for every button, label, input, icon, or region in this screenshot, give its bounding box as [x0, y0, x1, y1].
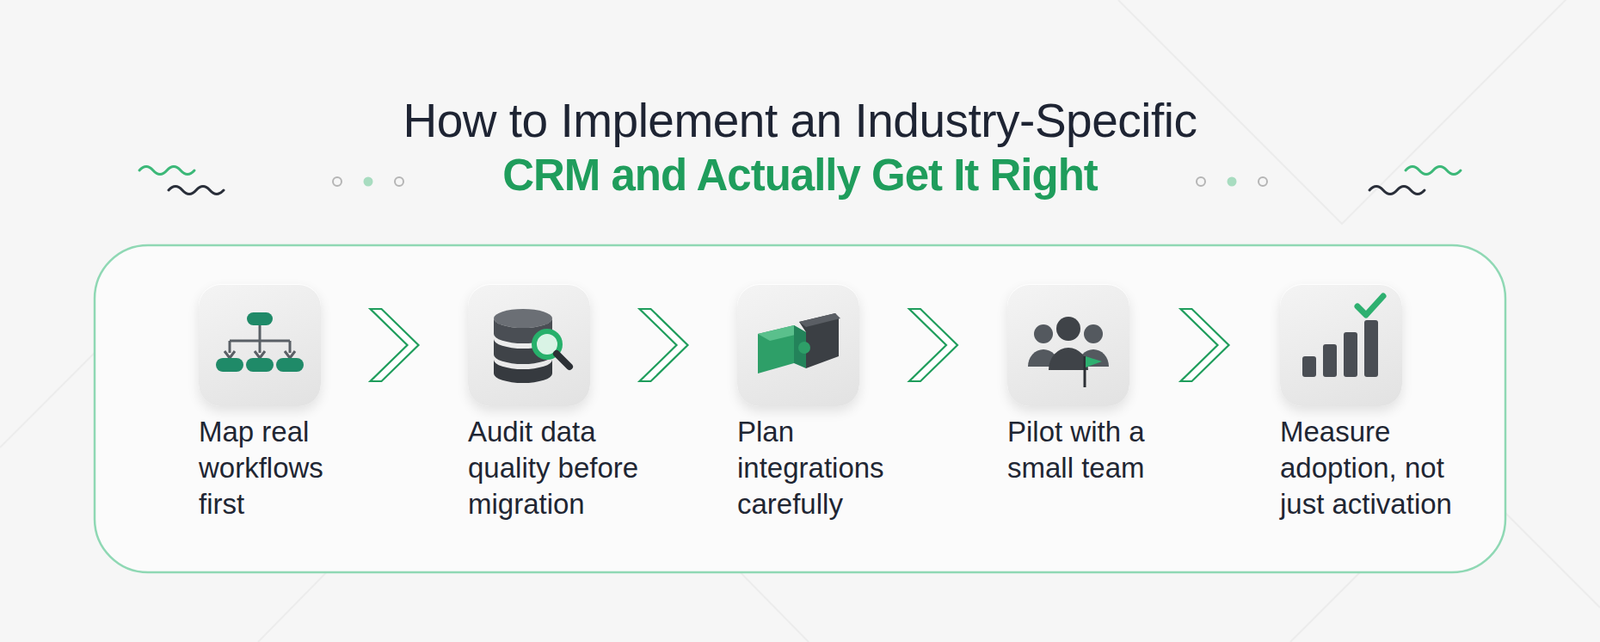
step-label: Measure adoption, not just activation [1280, 413, 1491, 523]
step-label: Pilot with a small team [1007, 413, 1180, 487]
step-icon [737, 283, 860, 407]
chevron-arrow [859, 308, 1008, 382]
icon-tile [1280, 283, 1403, 407]
icon-tile [737, 283, 860, 407]
step-label: Map real workflows first [198, 413, 352, 523]
step-item: Measure adoption, not just activation [1280, 283, 1491, 523]
chevron-arrow [1129, 308, 1280, 382]
step-item: Map real workflows first [198, 283, 352, 523]
step-label: Plan integrations carefully [737, 413, 914, 523]
icon-tile [467, 283, 591, 407]
icon-tile [1007, 283, 1130, 407]
step-label: Audit data quality before migration [467, 413, 673, 523]
step-item: Pilot with a small team [1007, 283, 1180, 487]
step-item: Plan integrations carefully [737, 283, 914, 523]
step-item: Audit data quality before migration [467, 283, 673, 523]
title-highlight: CRM and Actually Get It Right [0, 149, 1600, 201]
title: How to Implement an Industry-Specific [0, 92, 1600, 148]
step-icon [467, 283, 591, 407]
chevron-arrow [590, 308, 738, 382]
icon-tile [198, 283, 321, 407]
step-icon [1280, 283, 1403, 407]
step-icon [198, 283, 321, 407]
chevron-arrow [320, 308, 468, 382]
step-icon [1007, 283, 1130, 407]
